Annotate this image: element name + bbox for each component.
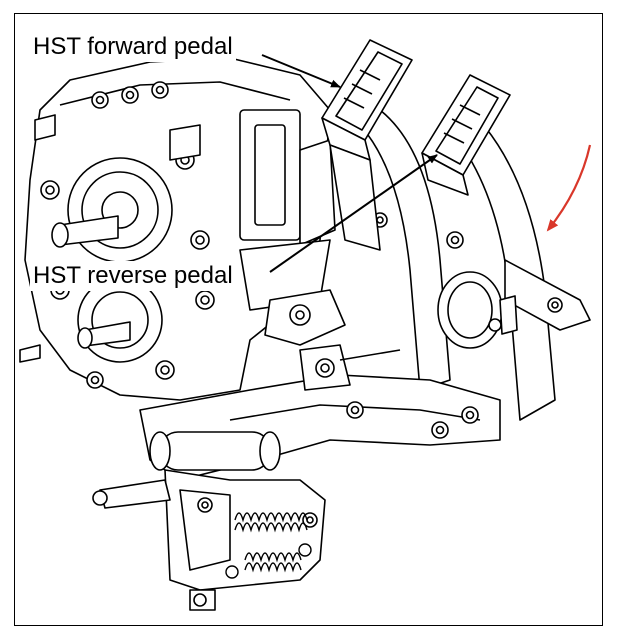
hst-reverse-pedal [421, 74, 511, 196]
press-direction-arrow [546, 144, 592, 232]
forward-leader-arrow [261, 54, 341, 88]
forward-pedal-label: HST forward pedal [30, 32, 236, 62]
hst-forward-pedal [321, 39, 413, 251]
linkage-arm [139, 289, 501, 481]
return-springs [225, 512, 312, 579]
reverse-pedal-label: HST reverse pedal [30, 261, 236, 291]
hst-pump [19, 57, 336, 401]
spring-assembly [92, 469, 326, 611]
reverse-leader-arrow [269, 154, 438, 273]
pedal-bracket [343, 109, 591, 421]
